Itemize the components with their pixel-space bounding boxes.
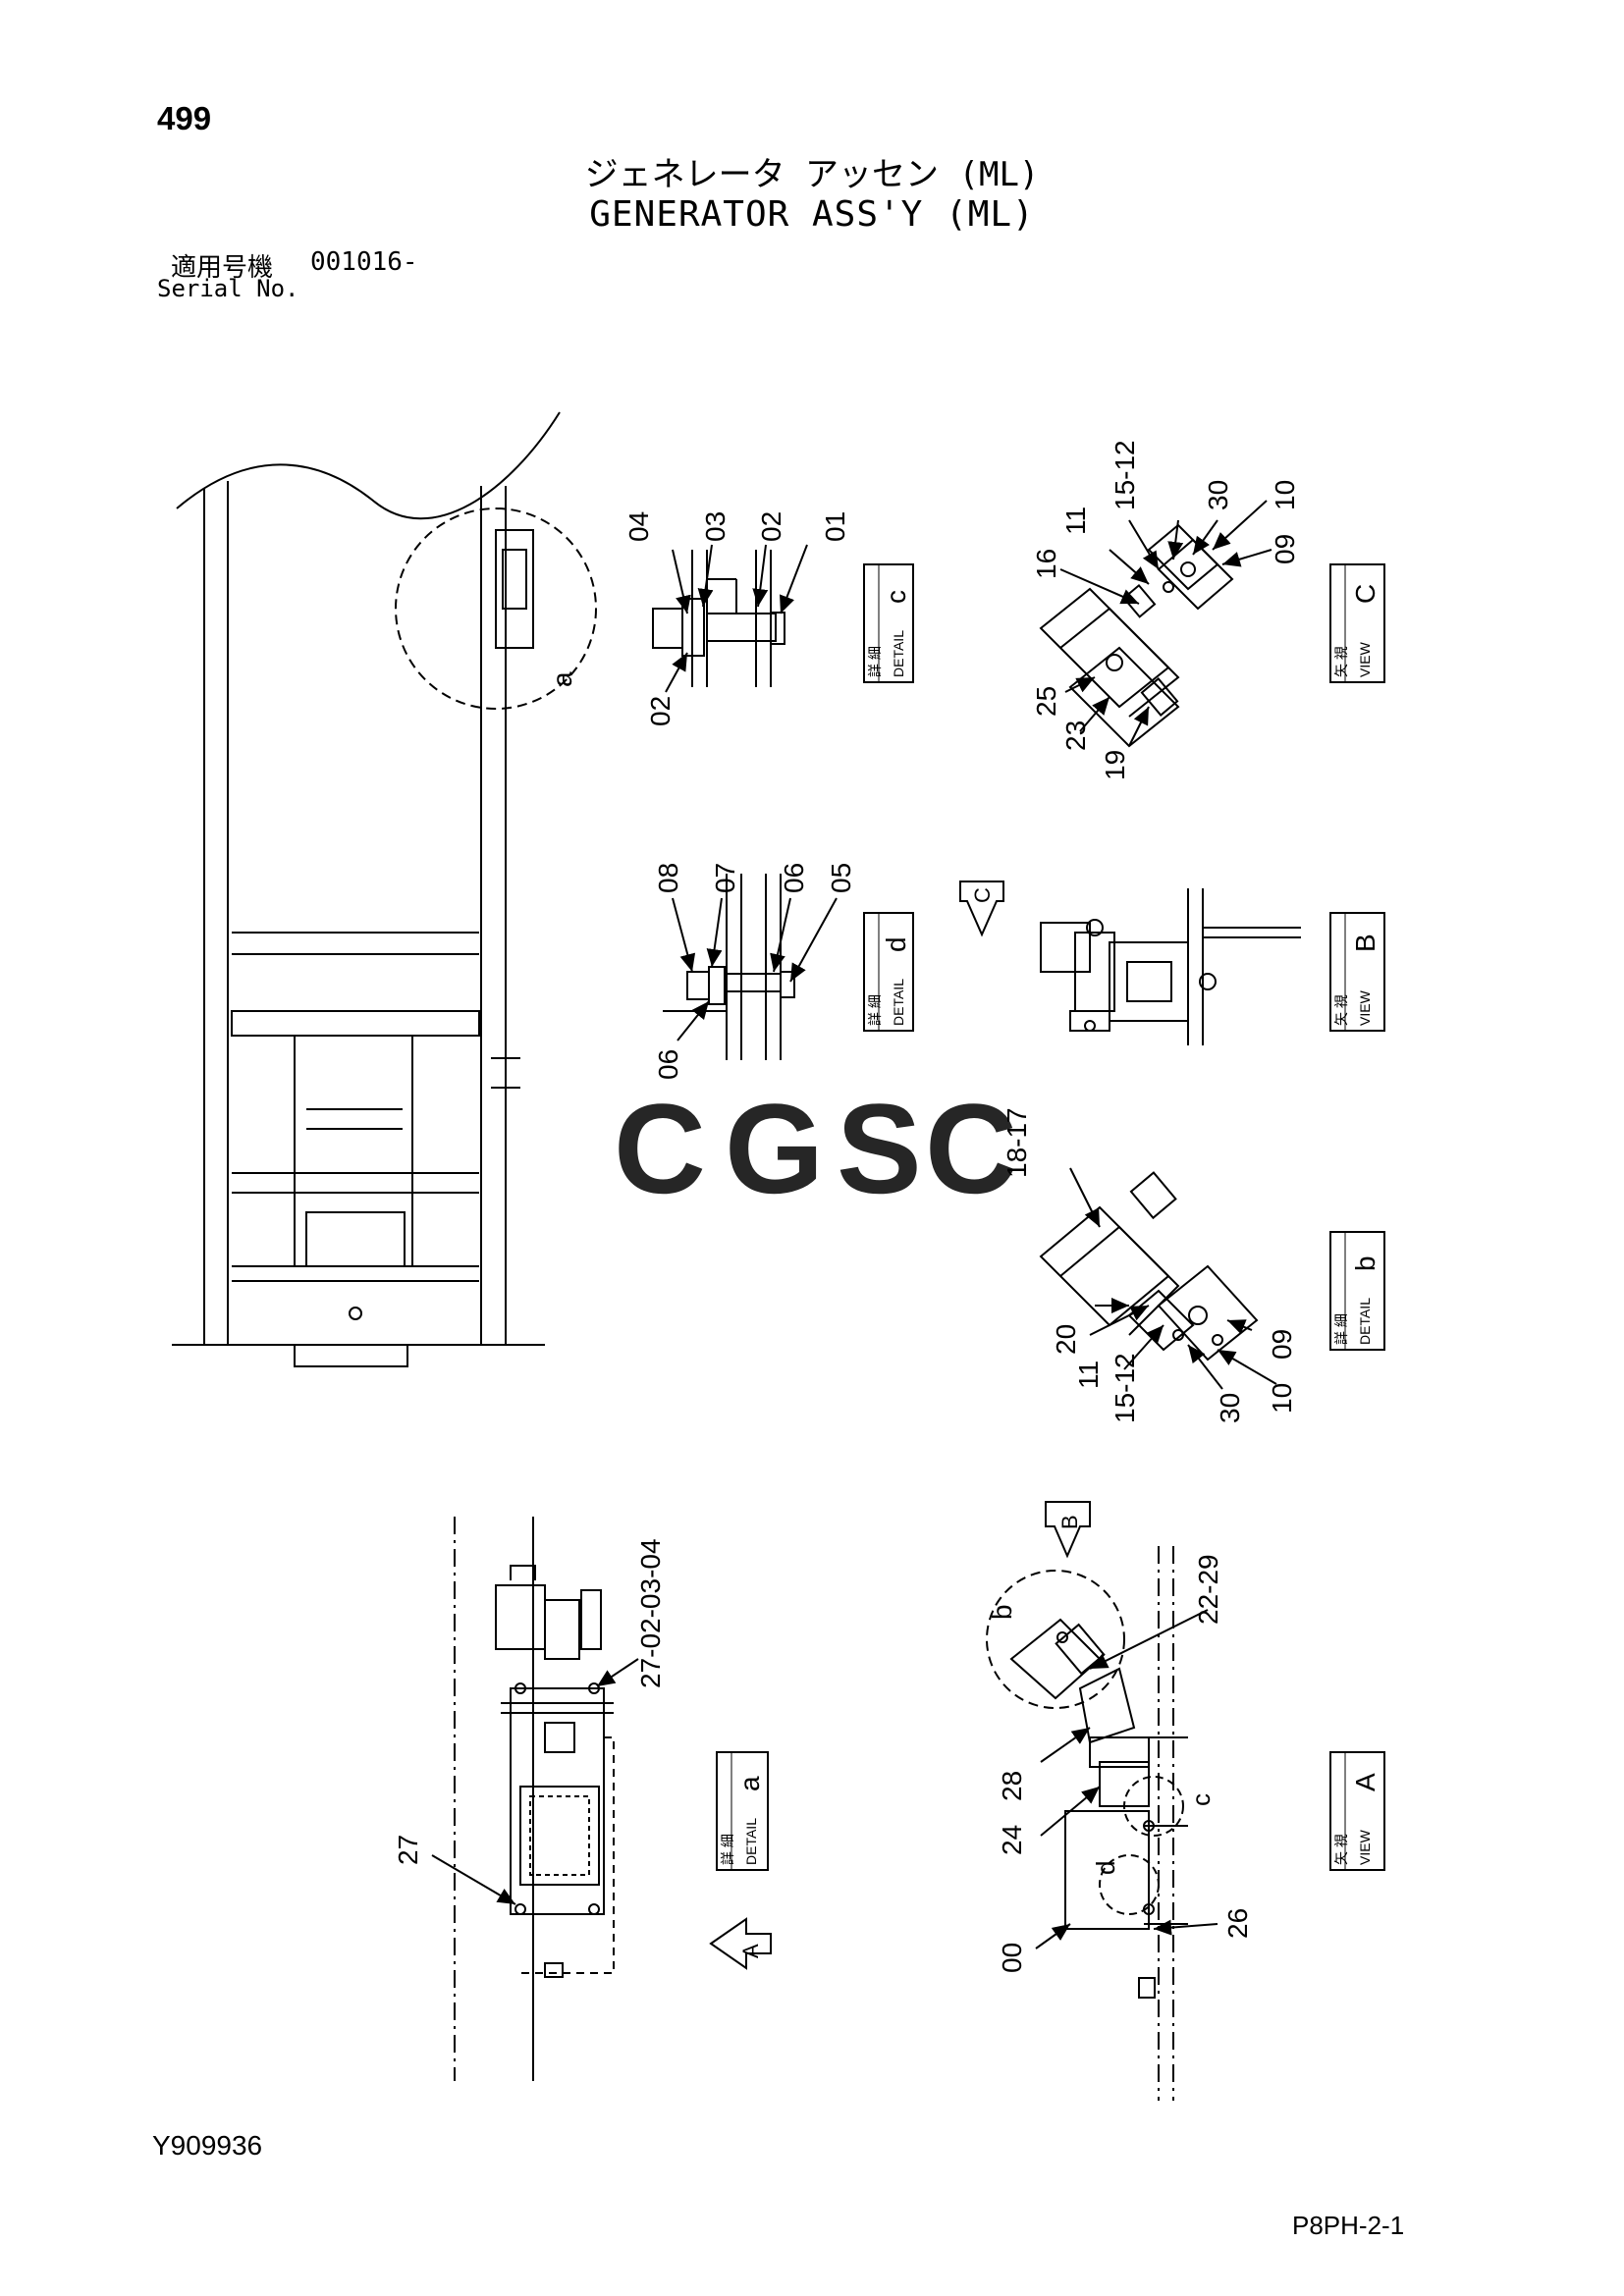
svg-text:矢 視: 矢 視	[1333, 1834, 1349, 1865]
svg-text:B: B	[1057, 1515, 1082, 1529]
svg-text:c: c	[881, 590, 911, 604]
callout-va-c: c	[1186, 1793, 1216, 1806]
callout-main-a: a	[547, 671, 577, 687]
label-detail-c: 詳 細 DETAIL c	[863, 563, 914, 683]
detail-b-drawing	[1039, 1167, 1277, 1390]
callout-va-24: 24	[997, 1825, 1027, 1855]
callout-vc-11: 11	[1060, 507, 1091, 535]
svg-text:DETAIL: DETAIL	[743, 1818, 759, 1865]
svg-text:A: A	[1350, 1773, 1380, 1791]
callout-db-30: 30	[1215, 1393, 1245, 1423]
serial-value: 001016-	[310, 247, 418, 277]
svg-text:B: B	[1350, 934, 1380, 952]
watermark-letter-1: C	[614, 1077, 706, 1220]
callout-vc-30: 30	[1203, 480, 1233, 510]
watermark-letter-3: S	[837, 1077, 922, 1220]
svg-text:VIEW: VIEW	[1357, 1829, 1373, 1865]
callout-dd-07: 07	[710, 863, 740, 893]
detail-a-drawing	[431, 1517, 639, 2081]
label-detail-b: 詳 細 DETAIL b	[1329, 1231, 1385, 1351]
callout-db-09: 09	[1267, 1329, 1297, 1360]
svg-text:a: a	[734, 1776, 765, 1791]
svg-text:A: A	[738, 1944, 763, 1958]
svg-text:d: d	[881, 936, 911, 952]
detail-d-drawing	[663, 874, 838, 1060]
svg-text:C: C	[1350, 584, 1380, 604]
callout-db-11: 11	[1073, 1361, 1104, 1389]
document-id: Y909936	[152, 2130, 263, 2161]
svg-text:VIEW: VIEW	[1357, 641, 1373, 677]
view-arrow-a: A	[709, 1917, 772, 1970]
callout-vc-19: 19	[1100, 750, 1130, 780]
svg-text:矢 視: 矢 視	[1333, 994, 1349, 1026]
callout-va-00: 00	[997, 1943, 1027, 1973]
callout-dc-02b: 02	[645, 696, 676, 726]
callout-dc-02a: 02	[756, 511, 786, 542]
watermark-letter-2: G	[725, 1077, 824, 1220]
label-view-b: 矢 視 VIEW B	[1329, 912, 1385, 1032]
label-detail-a: 詳 細 DETAIL a	[716, 1751, 769, 1871]
callout-va-22-29: 22-29	[1193, 1554, 1223, 1625]
svg-text:DETAIL: DETAIL	[1357, 1298, 1373, 1345]
svg-text:DETAIL: DETAIL	[891, 979, 906, 1026]
svg-text:b: b	[1350, 1255, 1380, 1271]
view-b-drawing	[1040, 888, 1301, 1045]
svg-text:詳 細: 詳 細	[867, 646, 883, 677]
svg-text:詳 細: 詳 細	[720, 1834, 735, 1865]
svg-text:VIEW: VIEW	[1357, 989, 1373, 1026]
label-view-c: 矢 視 VIEW C	[1329, 563, 1385, 683]
callout-db-18-17: 18-17	[1001, 1107, 1032, 1178]
title-japanese: ジェネレータ アッセン (ML)	[584, 155, 1040, 194]
view-arrow-c: C	[959, 881, 1004, 937]
callout-vc-16: 16	[1031, 549, 1061, 579]
callout-va-26: 26	[1222, 1908, 1253, 1939]
detail-c-drawing	[652, 544, 808, 693]
callout-va-b: b	[987, 1604, 1017, 1620]
svg-text:C: C	[970, 887, 995, 903]
title-english: GENERATOR ASS'Y (ML)	[589, 194, 1035, 235]
callout-dd-06b: 06	[653, 1049, 683, 1080]
watermark-letter-4: C	[925, 1077, 1017, 1220]
callout-dc-01: 01	[820, 511, 850, 542]
callout-dd-06a: 06	[779, 863, 809, 893]
svg-text:詳 細: 詳 細	[867, 994, 883, 1026]
watermark-logo: C G S C	[614, 1077, 1017, 1220]
serial-label-japanese: 適用号機	[171, 253, 274, 283]
callout-dd-08: 08	[653, 863, 683, 893]
callout-vc-10: 10	[1270, 480, 1300, 510]
callout-da-27-02-03-04: 27-02-03-04	[635, 1538, 666, 1688]
callout-db-10: 10	[1267, 1383, 1297, 1414]
label-detail-d: 詳 細 DETAIL d	[863, 912, 914, 1032]
callout-va-28: 28	[997, 1771, 1027, 1801]
svg-text:矢 視: 矢 視	[1333, 646, 1349, 677]
serial-label-english: Serial No.	[157, 275, 299, 302]
page-number: 499	[157, 100, 212, 136]
callout-db-15-12: 15-12	[1110, 1353, 1140, 1423]
callout-dc-03: 03	[700, 511, 731, 542]
page-code: P8PH-2-1	[1292, 2211, 1405, 2240]
callout-dc-04: 04	[623, 511, 654, 542]
view-c-drawing	[1039, 500, 1272, 748]
svg-text:詳 細: 詳 細	[1333, 1313, 1349, 1345]
callout-vc-09: 09	[1270, 534, 1300, 564]
callout-dd-05: 05	[826, 863, 856, 893]
label-view-a: 矢 視 VIEW A	[1329, 1751, 1385, 1871]
svg-text:DETAIL: DETAIL	[891, 630, 906, 677]
callout-db-20: 20	[1051, 1324, 1081, 1355]
main-frame-view	[172, 411, 597, 1367]
view-a-drawing	[986, 1546, 1218, 2101]
callout-vc-15-12: 15-12	[1110, 440, 1140, 510]
callout-vc-25: 25	[1031, 686, 1061, 717]
callout-vc-23: 23	[1060, 721, 1091, 751]
callout-da-27: 27	[393, 1835, 423, 1865]
callout-va-d: d	[1091, 1861, 1120, 1875]
view-arrow-b: B	[1045, 1501, 1091, 1559]
